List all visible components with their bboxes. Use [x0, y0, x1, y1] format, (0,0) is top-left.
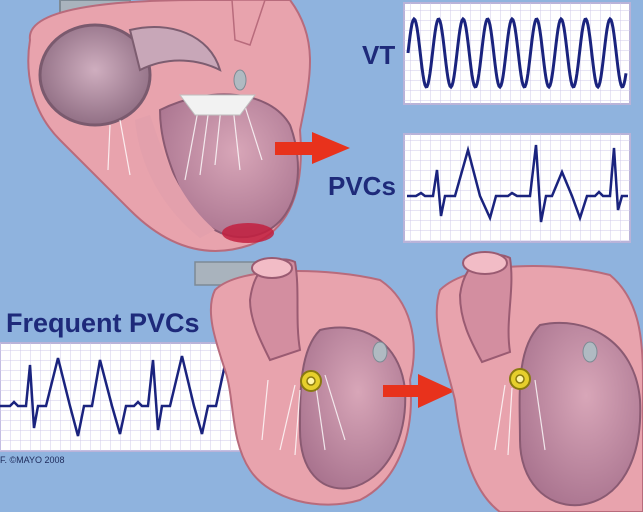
pvcs-waveform: [407, 144, 628, 223]
top-heart-illustration: [27, 0, 311, 252]
frequent-pvcs-label: Frequent PVCs: [6, 308, 200, 338]
bottom-heart-illustration-1: [194, 257, 415, 506]
vt-ecg-strip: [403, 2, 631, 105]
pvcs-label: PVCs: [328, 171, 396, 201]
frequent-pvcs-ecg-strip: [0, 342, 253, 452]
vt-waveform: [406, 16, 628, 90]
copyright-text: F. ©MAYO 2008: [0, 455, 65, 465]
vt-label: VT: [362, 40, 396, 70]
bottom-heart-illustration-2: [435, 251, 643, 512]
pvcs-ecg-strip: [403, 133, 631, 243]
ventricle-focus-icon: [222, 223, 274, 243]
red-arrow-icon: [275, 132, 350, 164]
red-arrow-icon-2: [383, 374, 455, 408]
frequent-pvcs-waveform: [0, 355, 252, 437]
